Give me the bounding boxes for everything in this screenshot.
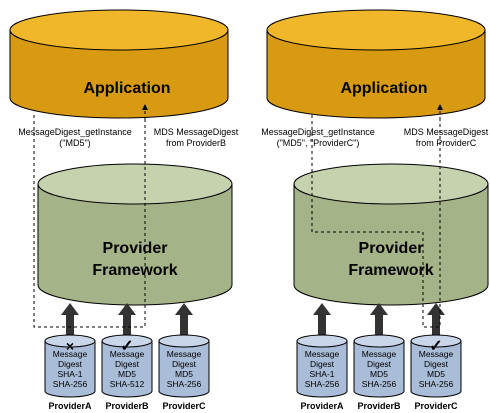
provider-cylinder-body <box>353 340 405 398</box>
provider-algorithm-line: MD5 <box>118 369 136 379</box>
application-label: Application <box>340 80 427 97</box>
provider-algorithm-line: Digest <box>172 359 197 369</box>
provider-algorithm-line: Message <box>167 349 202 359</box>
provider-cylinder-body <box>296 340 348 398</box>
framework-label-line2: Framework <box>348 262 433 279</box>
provider-algorithm-line: Message <box>110 349 145 359</box>
return-label-line2: from ProviderC <box>416 138 477 148</box>
provider-algorithm-line: SHA-256 <box>167 379 202 389</box>
provider-name: ProviderA <box>300 401 344 411</box>
cross-icon: × <box>66 338 74 354</box>
provider-algorithm-line: SHA-256 <box>305 379 340 389</box>
provider-algorithm-line: Digest <box>310 359 335 369</box>
provider-arrow <box>175 303 193 340</box>
provider-algorithm-line: Message <box>305 349 340 359</box>
provider-cylinder-body <box>410 340 462 398</box>
provider-cylinder-top <box>158 334 210 348</box>
provider-algorithm-line: SHA-1 <box>309 369 334 379</box>
provider-cylinder-top <box>44 334 96 348</box>
provider-algorithm-line: Digest <box>424 359 449 369</box>
provider-name: ProviderC <box>414 401 458 411</box>
panel-left: Application Provider Framework MessageDi… <box>9 9 239 411</box>
call-label-line1: MessageDigest_getInstance <box>261 127 375 137</box>
framework-cylinder: Provider Framework <box>37 163 233 306</box>
framework-label-line1: Provider <box>359 240 424 257</box>
providers-right: MessageDigestSHA-1SHA-256ProviderAMessag… <box>296 303 462 411</box>
provider-cylinder-body <box>158 340 210 398</box>
provider-algorithm-line: MD5 <box>175 369 193 379</box>
provider-cylinder-top <box>353 334 405 348</box>
provider-algorithm-line: Message <box>419 349 454 359</box>
provider-algorithm-line: SHA-256 <box>362 379 397 389</box>
framework-label-line2: Framework <box>92 262 177 279</box>
provider-arrow <box>118 303 136 340</box>
provider-algorithm-line: SHA-512 <box>110 379 145 389</box>
provider-name: ProviderA <box>48 401 92 411</box>
provider-algorithm-line: MD5 <box>427 369 445 379</box>
provider-algorithm-line: Digest <box>58 359 83 369</box>
return-label-line1: MDS MessageDigest <box>154 127 239 137</box>
framework-label-line1: Provider <box>103 240 168 257</box>
application-cylinder: Application <box>9 9 229 119</box>
providers-left: MessageDigestSHA-1SHA-256ProviderA×Messa… <box>44 303 210 411</box>
request-path-left <box>33 115 146 328</box>
provider-cylinder-top <box>101 334 153 348</box>
provider-name: ProviderB <box>105 401 149 411</box>
return-label-line1: MDS MessageDigest <box>404 127 489 137</box>
provider-algorithm-line: Digest <box>367 359 392 369</box>
provider-cylinder-body <box>101 340 153 398</box>
call-label-line2: ("MD5", "ProviderC") <box>277 138 360 148</box>
provider-arrow <box>370 303 388 340</box>
provider-cylinder-top <box>410 334 462 348</box>
panel-right: Application Provider Framework MessageDi… <box>261 9 489 411</box>
return-label-line2: from ProviderB <box>166 138 226 148</box>
provider-arrow <box>427 303 445 340</box>
provider-algorithm-line: MD5 <box>370 369 388 379</box>
provider-name: ProviderB <box>357 401 401 411</box>
provider-algorithm-line: SHA-256 <box>419 379 454 389</box>
application-cylinder: Application <box>266 9 486 119</box>
provider-algorithm-line: Message <box>53 349 88 359</box>
request-path-right <box>311 115 441 328</box>
call-label-line1: MessageDigest_getInstance <box>18 127 132 137</box>
provider-arrow <box>61 303 79 340</box>
check-icon: ✓ <box>120 338 133 355</box>
provider-algorithm-line: SHA-256 <box>53 379 88 389</box>
provider-algorithm-line: Digest <box>115 359 140 369</box>
call-label-line2: ("MD5") <box>59 138 90 148</box>
check-icon: ✓ <box>429 338 442 355</box>
provider-algorithm-line: SHA-1 <box>57 369 82 379</box>
provider-name: ProviderC <box>162 401 206 411</box>
framework-cylinder: Provider Framework <box>293 163 489 306</box>
provider-algorithm-line: Message <box>362 349 397 359</box>
provider-cylinder-top <box>296 334 348 348</box>
provider-arrow <box>313 303 331 340</box>
application-label: Application <box>83 80 170 97</box>
provider-cylinder-body <box>44 340 96 398</box>
